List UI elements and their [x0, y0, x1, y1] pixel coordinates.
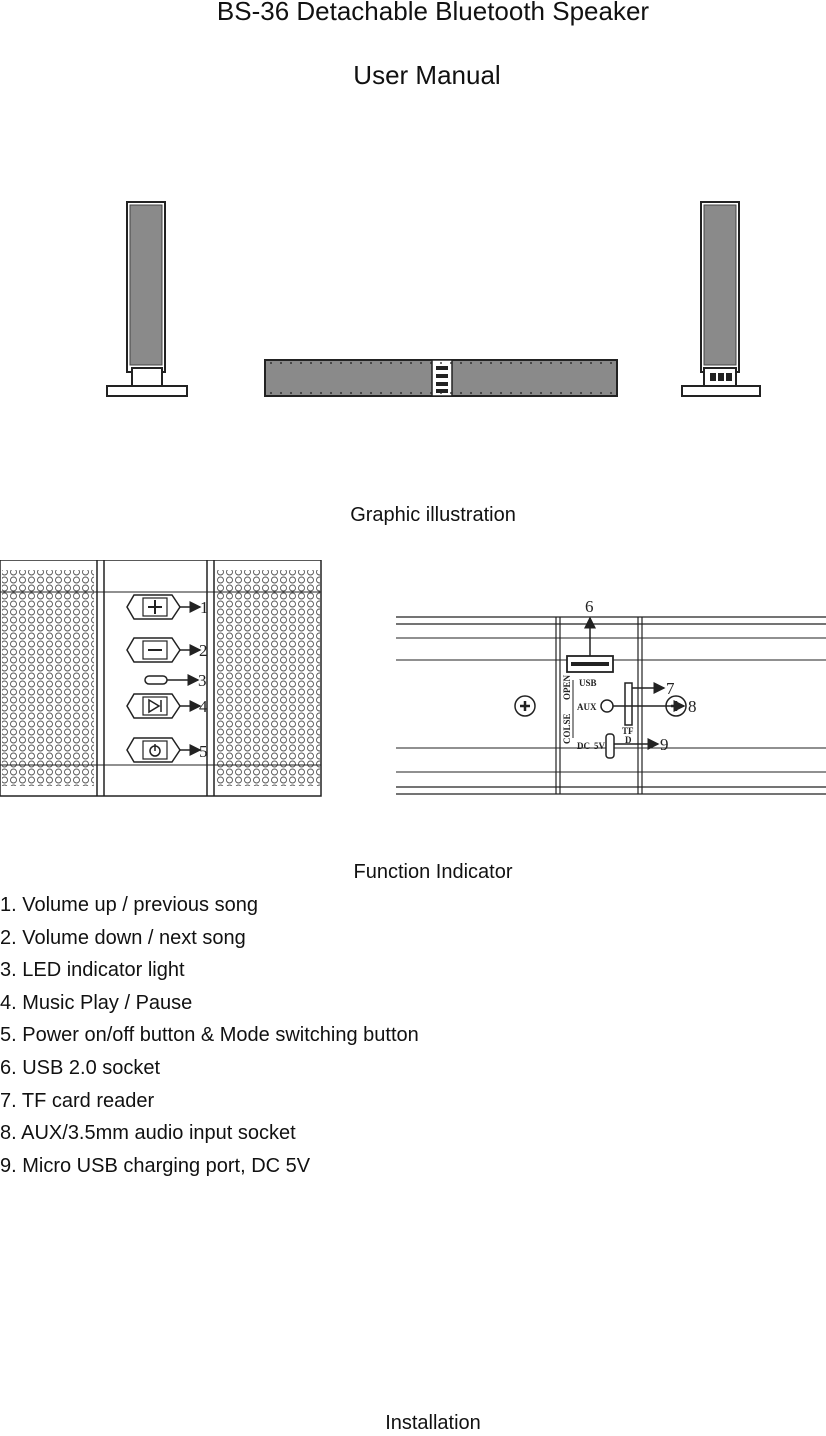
volume-down-button: [126, 637, 181, 663]
list-item: 5. Power on/off button & Mode switching …: [0, 1024, 419, 1047]
function-indicator-heading: Function Indicator: [353, 861, 513, 883]
control-button-panel: 1 2 3 4 5: [0, 560, 322, 797]
svg-text:OPEN: OPEN: [562, 674, 572, 700]
list-item: 8. AUX/3.5mm audio input socket: [0, 1122, 296, 1145]
center-soundbar: [264, 359, 618, 397]
list-item: 4. Music Play / Pause: [0, 991, 193, 1014]
speaker-product-illustration: [106, 201, 761, 397]
list-item: 7. TF card reader: [0, 1089, 155, 1112]
svg-text:USB: USB: [579, 678, 597, 688]
illustration-caption: Graphic illustration: [350, 504, 516, 526]
tf-card-slot: TF D: [622, 682, 634, 745]
svg-text:5V: 5V: [594, 741, 606, 751]
right-speaker-tower: [681, 201, 761, 397]
list-item: 6. USB 2.0 socket: [0, 1056, 161, 1079]
usb-socket: USB: [566, 655, 614, 688]
function-indicator-diagram: 1 2 3 4 5 USB OPEN: [0, 560, 826, 797]
svg-text:COLSE: COLSE: [562, 713, 572, 744]
callout-1: 1: [200, 598, 209, 617]
function-list: 1. Volume up / previous song 2. Volume d…: [0, 890, 419, 1183]
callout-5: 5: [199, 742, 208, 761]
svg-text:TF: TF: [622, 726, 634, 736]
callout-2: 2: [199, 641, 208, 660]
document-title: BS-36 Detachable Bluetooth Speaker: [216, 0, 650, 26]
micro-usb-port: DC 5V: [577, 733, 615, 759]
rear-port-panel: USB OPEN COLSE AUX TF D DC 5V 6 7 8 9: [396, 597, 826, 795]
list-item: 3. LED indicator light: [0, 959, 185, 982]
power-mode-button: [126, 737, 181, 763]
led-indicator: [144, 675, 168, 685]
aux-socket: AUX: [577, 699, 614, 713]
callout-6: 6: [585, 597, 594, 616]
list-item: 2. Volume down / next song: [0, 926, 246, 949]
screw-left-icon: [514, 695, 536, 717]
switch-labels: OPEN COLSE: [562, 674, 574, 744]
svg-text:DC: DC: [577, 741, 590, 751]
svg-text:D: D: [625, 735, 632, 745]
installation-heading: Installation: [385, 1412, 481, 1434]
document-subtitle: User Manual: [353, 60, 501, 90]
play-pause-button: [126, 693, 181, 719]
callout-8: 8: [688, 697, 697, 716]
volume-up-button: [126, 594, 181, 620]
callout-4: 4: [199, 697, 208, 716]
list-item: 9. Micro USB charging port, DC 5V: [0, 1154, 311, 1177]
callout-9: 9: [660, 735, 669, 754]
callout-7: 7: [666, 679, 675, 698]
list-item: 1. Volume up / previous song: [0, 894, 258, 916]
left-speaker-tower: [106, 201, 188, 397]
callout-3: 3: [198, 671, 207, 690]
svg-text:AUX: AUX: [577, 702, 597, 712]
